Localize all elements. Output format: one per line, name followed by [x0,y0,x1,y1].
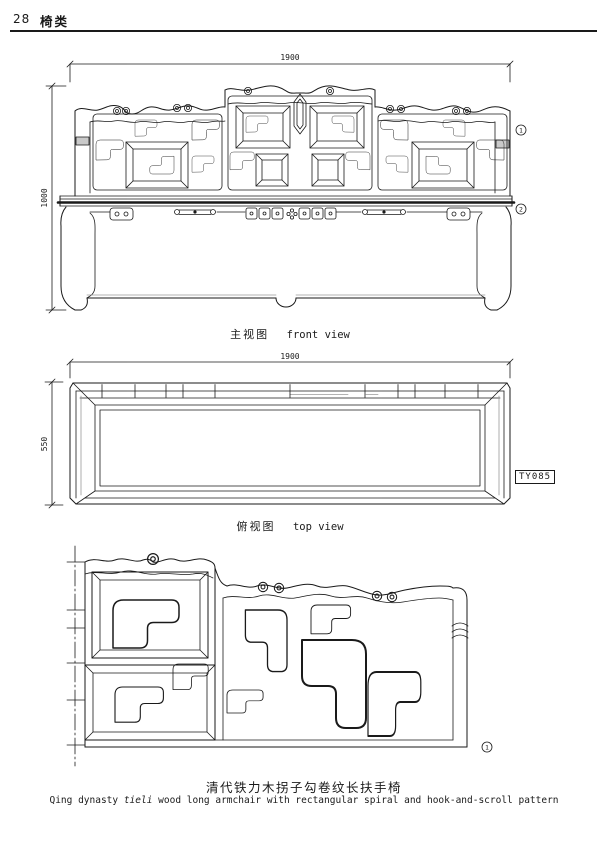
bevel-rect [91,571,209,659]
caption-english-prefix: Qing dynasty [49,795,124,806]
backrest-fretwork [92,93,508,191]
front-width-dimension-line [66,60,514,83]
top-view-label-en: top view [292,521,344,533]
crest-rail-ticks [101,384,479,398]
top-width-dimension-line [66,358,514,379]
detail-drawing: 1 [66,545,493,767]
caption-english-wood-name: tieli [123,795,153,806]
front-view-drawing: 1900 1000 [40,53,527,314]
carved-apron-strip [89,207,483,221]
top-view-figure: 1900 550 [40,352,560,510]
callout-1-label: 1 [519,127,523,135]
front-view-figure: 1900 1000 [40,48,530,328]
top-view-outline [69,382,511,505]
front-view-label-en: front view [286,329,350,341]
page-header: 28 椅类 [10,6,597,32]
backrest-crest [74,85,511,197]
top-width-dimension: 1900 [280,352,299,361]
fret-chain [245,207,337,220]
bevel-rect [84,664,216,741]
category-title: 椅类 [40,14,70,29]
bevel-rect [125,141,189,189]
seat-rail [56,195,516,207]
front-height-dimension-line [45,82,67,314]
bevel-rect [309,105,365,149]
bevel-rect [311,153,345,187]
top-depth-dimension-line [44,378,64,509]
callout-1-front: 1 [515,124,527,136]
top-depth-dimension: 550 [40,437,49,452]
detail-figure: 1 [55,542,525,770]
caption-english: Qing dynasty tieli wood long armchair wi… [0,795,608,806]
bevel-rect [255,153,289,187]
front-height-dimension: 1000 [40,188,49,207]
callout-2-front: 2 [515,203,527,215]
callout-2-label: 2 [519,206,523,214]
product-code: TY085 [515,470,556,484]
top-view-label: 俯视图 top view [40,518,540,534]
centre-line-stubs [66,561,86,746]
front-view-label: 主视图 front view [40,326,540,342]
bevel-rect [411,141,475,189]
top-view-drawing: 1900 550 [40,352,514,509]
apron-and-legs [60,206,512,311]
detail-callout-label: 1 [485,744,489,752]
bevel-rect [235,105,291,149]
caption-chinese: 清代铁力木拐子勾卷纹长扶手椅 [205,780,402,795]
top-view-label-zh: 俯视图 [236,520,276,533]
caption-english-suffix: wood long armchair with rectangular spir… [152,795,559,806]
front-view-label-zh: 主视图 [230,328,270,341]
detail-crest [84,558,469,748]
detail-fretwork [84,571,422,741]
front-width-dimension: 1900 [280,53,299,62]
page-number: 28 [13,12,31,26]
callout-1-detail: 1 [481,741,493,753]
